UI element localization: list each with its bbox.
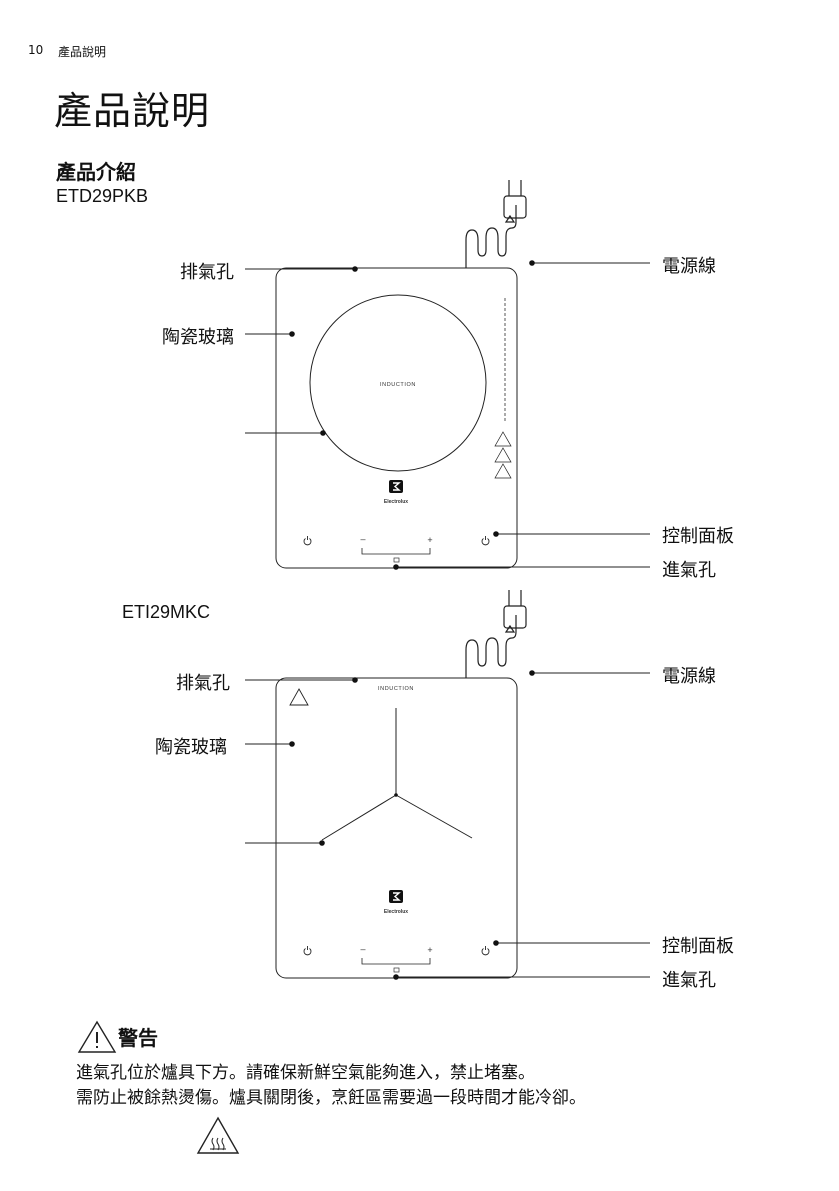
hob-b [276,678,517,978]
hob-b-plus-key: + [427,945,432,955]
timer-icon [394,968,399,972]
timer-icon [394,558,399,562]
hob-a-side-warning-icon-2 [495,448,511,462]
hob-b-hot-surface-icon [290,689,308,705]
hob-a-side-warning-icon-1 [495,432,511,446]
power-cord-a [466,205,516,268]
hob-b-minus-key: – [360,944,365,954]
hob-a-side-warning-icon-3 [495,464,511,478]
hob-a-induction-text: INDUCTION [380,382,416,388]
warning-title: 警告 [118,1022,158,1051]
power-cord-b [466,615,516,678]
power-icon [482,536,489,545]
hob-a-brand-text: Electrolux [384,499,408,505]
hob-a-body [276,268,517,568]
hob-b-timer-bracket [362,958,430,964]
power-icon [304,536,311,545]
warning-text-line-1: 進氣孔位於爐具下方。請確保新鮮空氣能夠進入，禁止堵塞。 [76,1058,535,1083]
hob-b-induction-text: INDUCTION [378,686,414,692]
hob-b-zone-line-right [396,795,472,838]
electrolux-logo-icon [389,890,403,903]
power-icon [304,946,311,955]
warning-triangle-icon [79,1022,115,1052]
hot-surface-icon [198,1118,238,1153]
hob-a-plus-key: + [427,535,432,545]
electrolux-logo-icon [389,480,403,493]
hob-b-brand-text: Electrolux [384,909,408,915]
plug-icon [504,180,526,222]
hob-a [276,268,517,568]
hob-b-zone-line-left [322,795,396,840]
plug-icon [504,590,526,632]
hob-a-minus-key: – [360,534,365,544]
power-icon [482,946,489,955]
hob-a-timer-bracket [362,548,430,554]
warning-text-line-2: 需防止被餘熱燙傷。爐具關閉後，烹飪區需要過一段時間才能冷卻。 [76,1083,586,1108]
